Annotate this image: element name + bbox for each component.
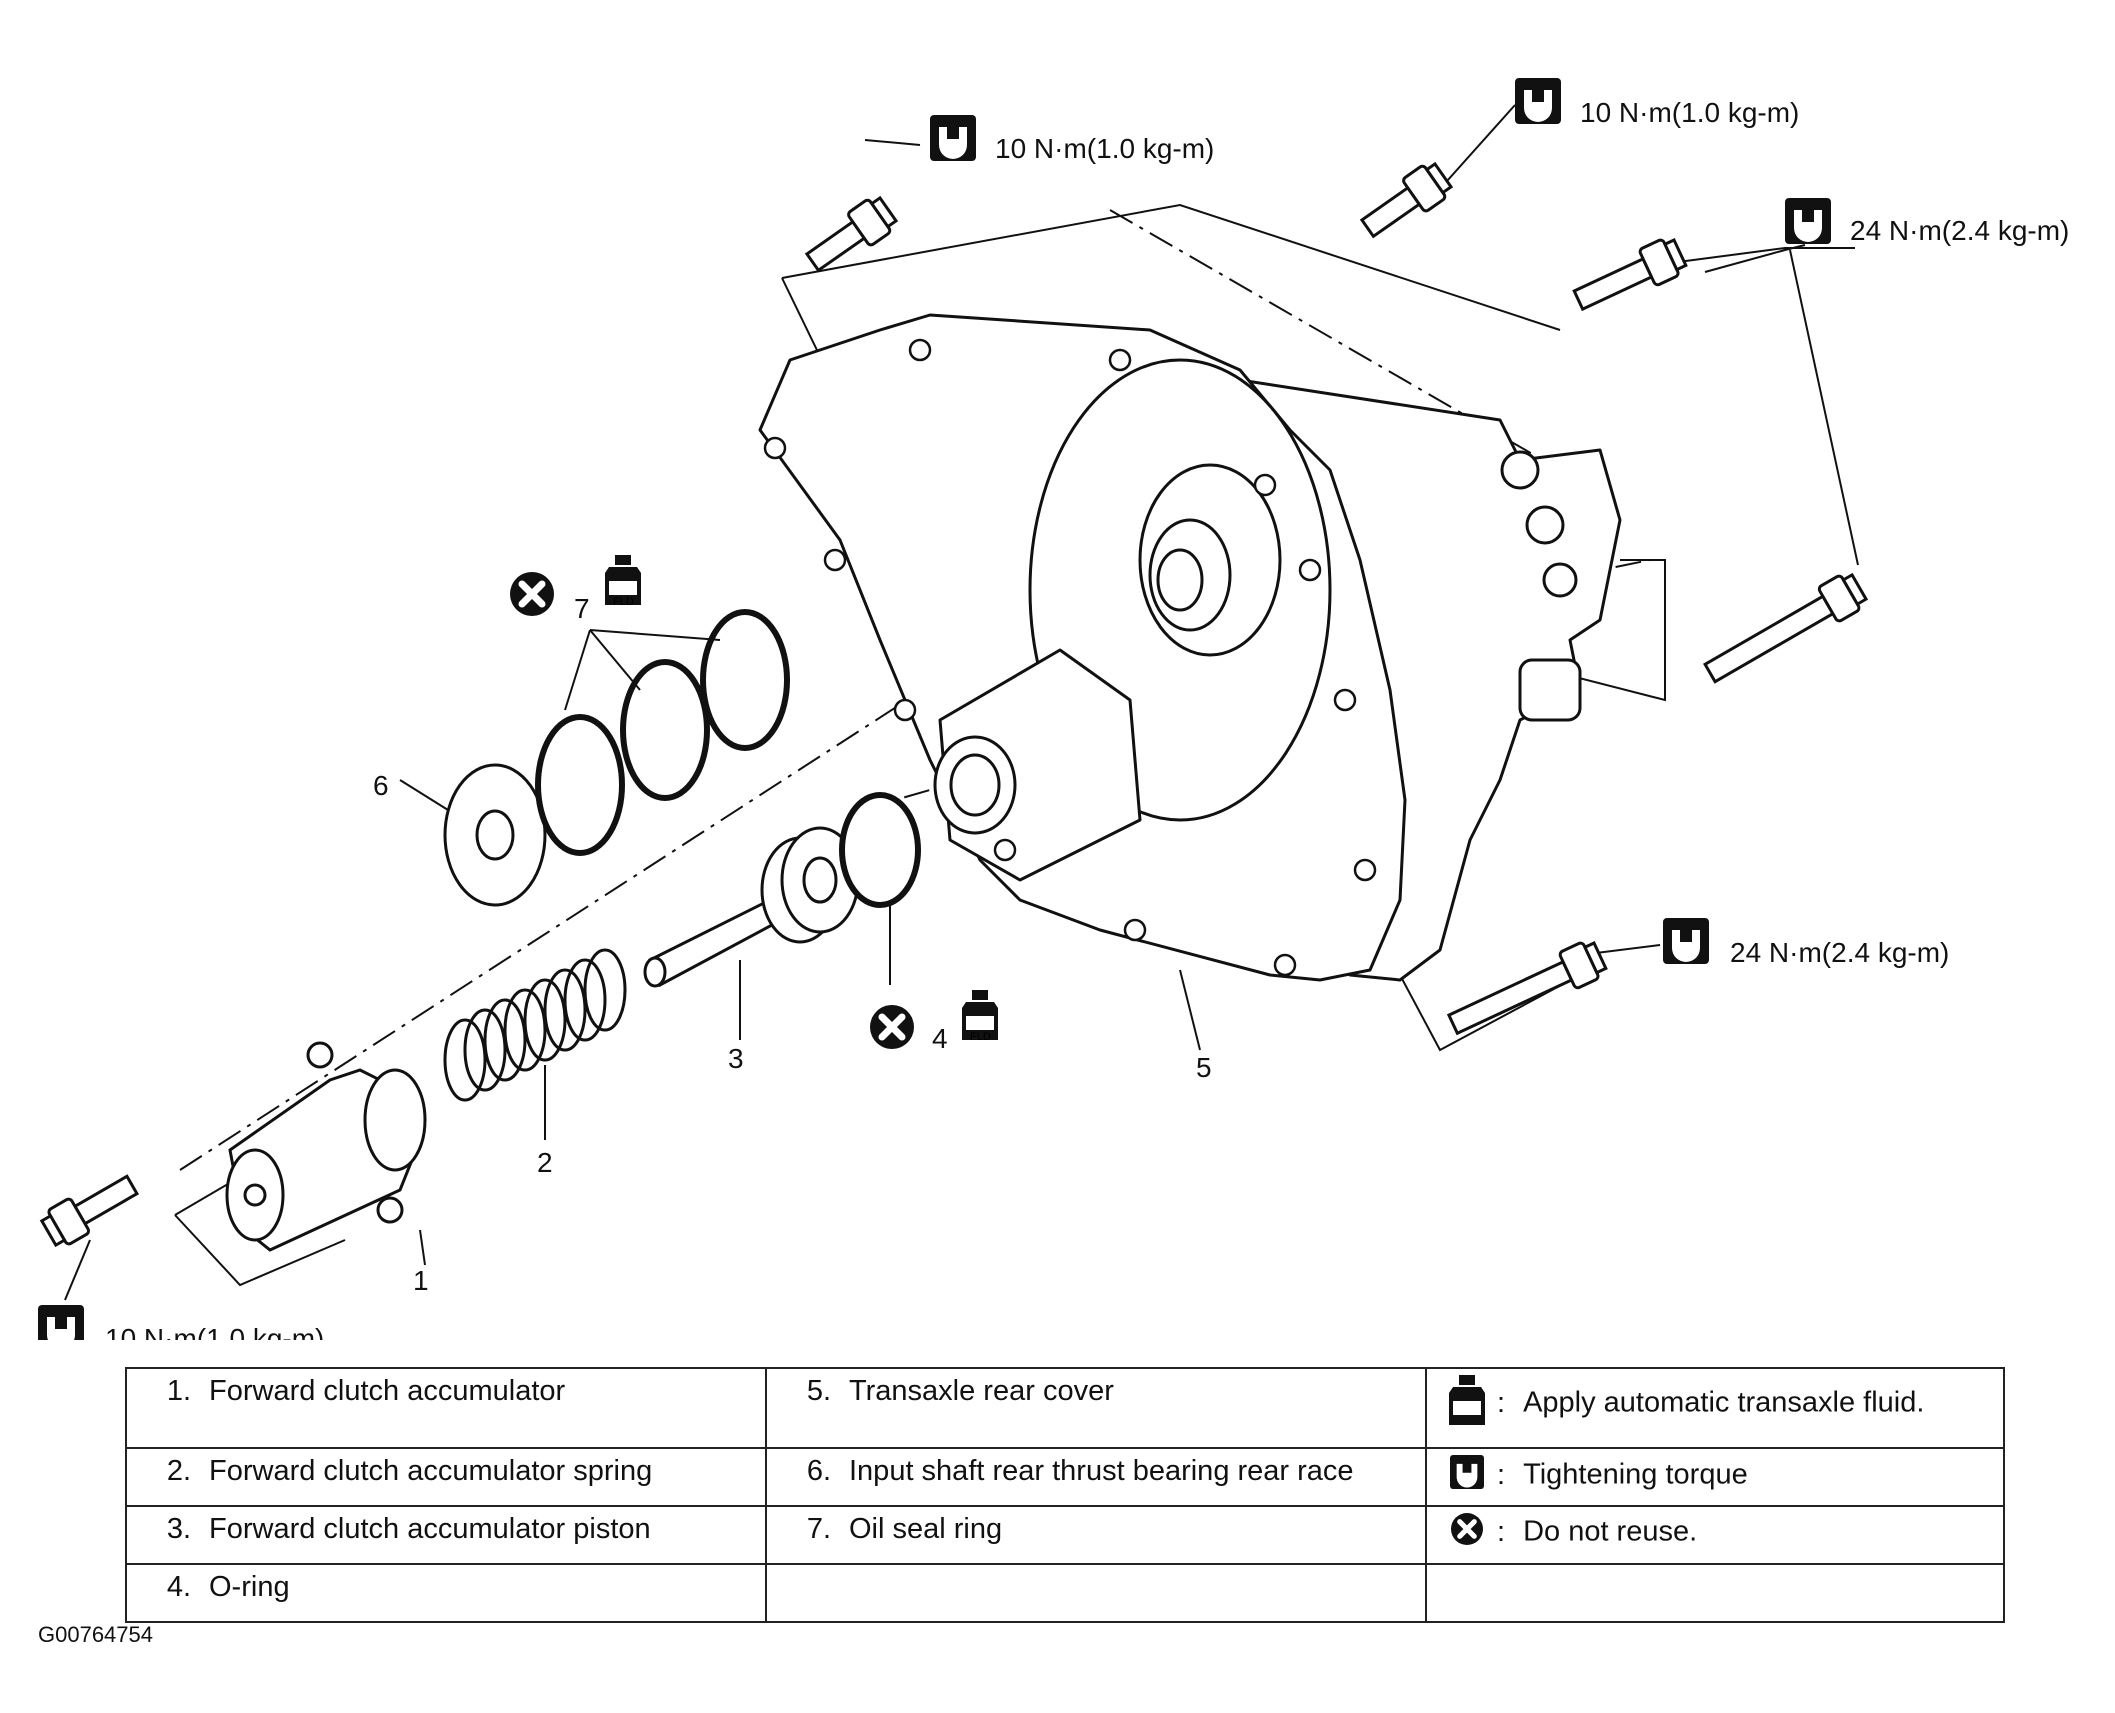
torque-label-right-upper: 24 N·m(2.4 kg-m) [1850, 215, 2069, 246]
exploded-view-diagram: 7 6 3 4 2 1 5 FLD FLD 10 N·m(1.0 kg-m) 1… [38, 78, 2069, 1340]
figure-id: G00764754 [38, 1622, 153, 1647]
legend-empty-cell [1425, 1563, 2005, 1623]
torque-wrench-icon [1515, 78, 1561, 124]
callout-4: 4 [932, 1023, 948, 1054]
legend-part-3: 3.Forward clutch accumulator piston [125, 1505, 767, 1565]
callout-2: 2 [537, 1147, 553, 1178]
callout-6: 6 [373, 770, 389, 801]
legend-part-2: 2.Forward clutch accumulator spring [125, 1447, 767, 1507]
callout-3: 3 [728, 1043, 744, 1074]
torque-wrench-icon [930, 115, 976, 161]
torque-wrench-icon [38, 1305, 84, 1340]
torque-label-top-left: 10 N·m(1.0 kg-m) [995, 133, 1214, 164]
parts-legend-table: 1.Forward clutch accumulator 5.Transaxle… [125, 1367, 2005, 1623]
torque-label-top-right: 10 N·m(1.0 kg-m) [1580, 97, 1799, 128]
torque-label-bottom-left: 10 N·m(1.0 kg-m) [105, 1323, 324, 1340]
do-not-reuse-icon [510, 572, 554, 616]
do-not-reuse-icon [1441, 1513, 1493, 1553]
torque-wrench-icon [1441, 1455, 1493, 1497]
fluid-bottle-icon [1441, 1375, 1493, 1433]
fluid-badge-text: FLD [613, 596, 634, 608]
fluid-badge-text: FLD [970, 1031, 991, 1043]
legend-part-5: 5.Transaxle rear cover [765, 1367, 1427, 1449]
legend-symbol-fluid: :Apply automatic transaxle fluid. [1425, 1367, 2005, 1449]
callout-5: 5 [1196, 1052, 1212, 1083]
do-not-reuse-icon [870, 1005, 914, 1049]
legend-symbol-torque: :Tightening torque [1425, 1447, 2005, 1507]
torque-label-right-lower: 24 N·m(2.4 kg-m) [1730, 937, 1949, 968]
legend-part-6: 6.Input shaft rear thrust bearing rear r… [765, 1447, 1427, 1507]
legend-empty-cell [765, 1563, 1427, 1623]
legend-part-7: 7.Oil seal ring [765, 1505, 1427, 1565]
torque-wrench-icon [1785, 198, 1831, 244]
torque-wrench-icon [1663, 918, 1709, 964]
callout-7: 7 [574, 593, 590, 624]
legend-symbol-no-reuse: :Do not reuse. [1425, 1505, 2005, 1565]
legend-part-1: 1.Forward clutch accumulator [125, 1367, 767, 1449]
legend-part-4: 4.O-ring [125, 1563, 767, 1623]
callout-1: 1 [413, 1265, 429, 1296]
